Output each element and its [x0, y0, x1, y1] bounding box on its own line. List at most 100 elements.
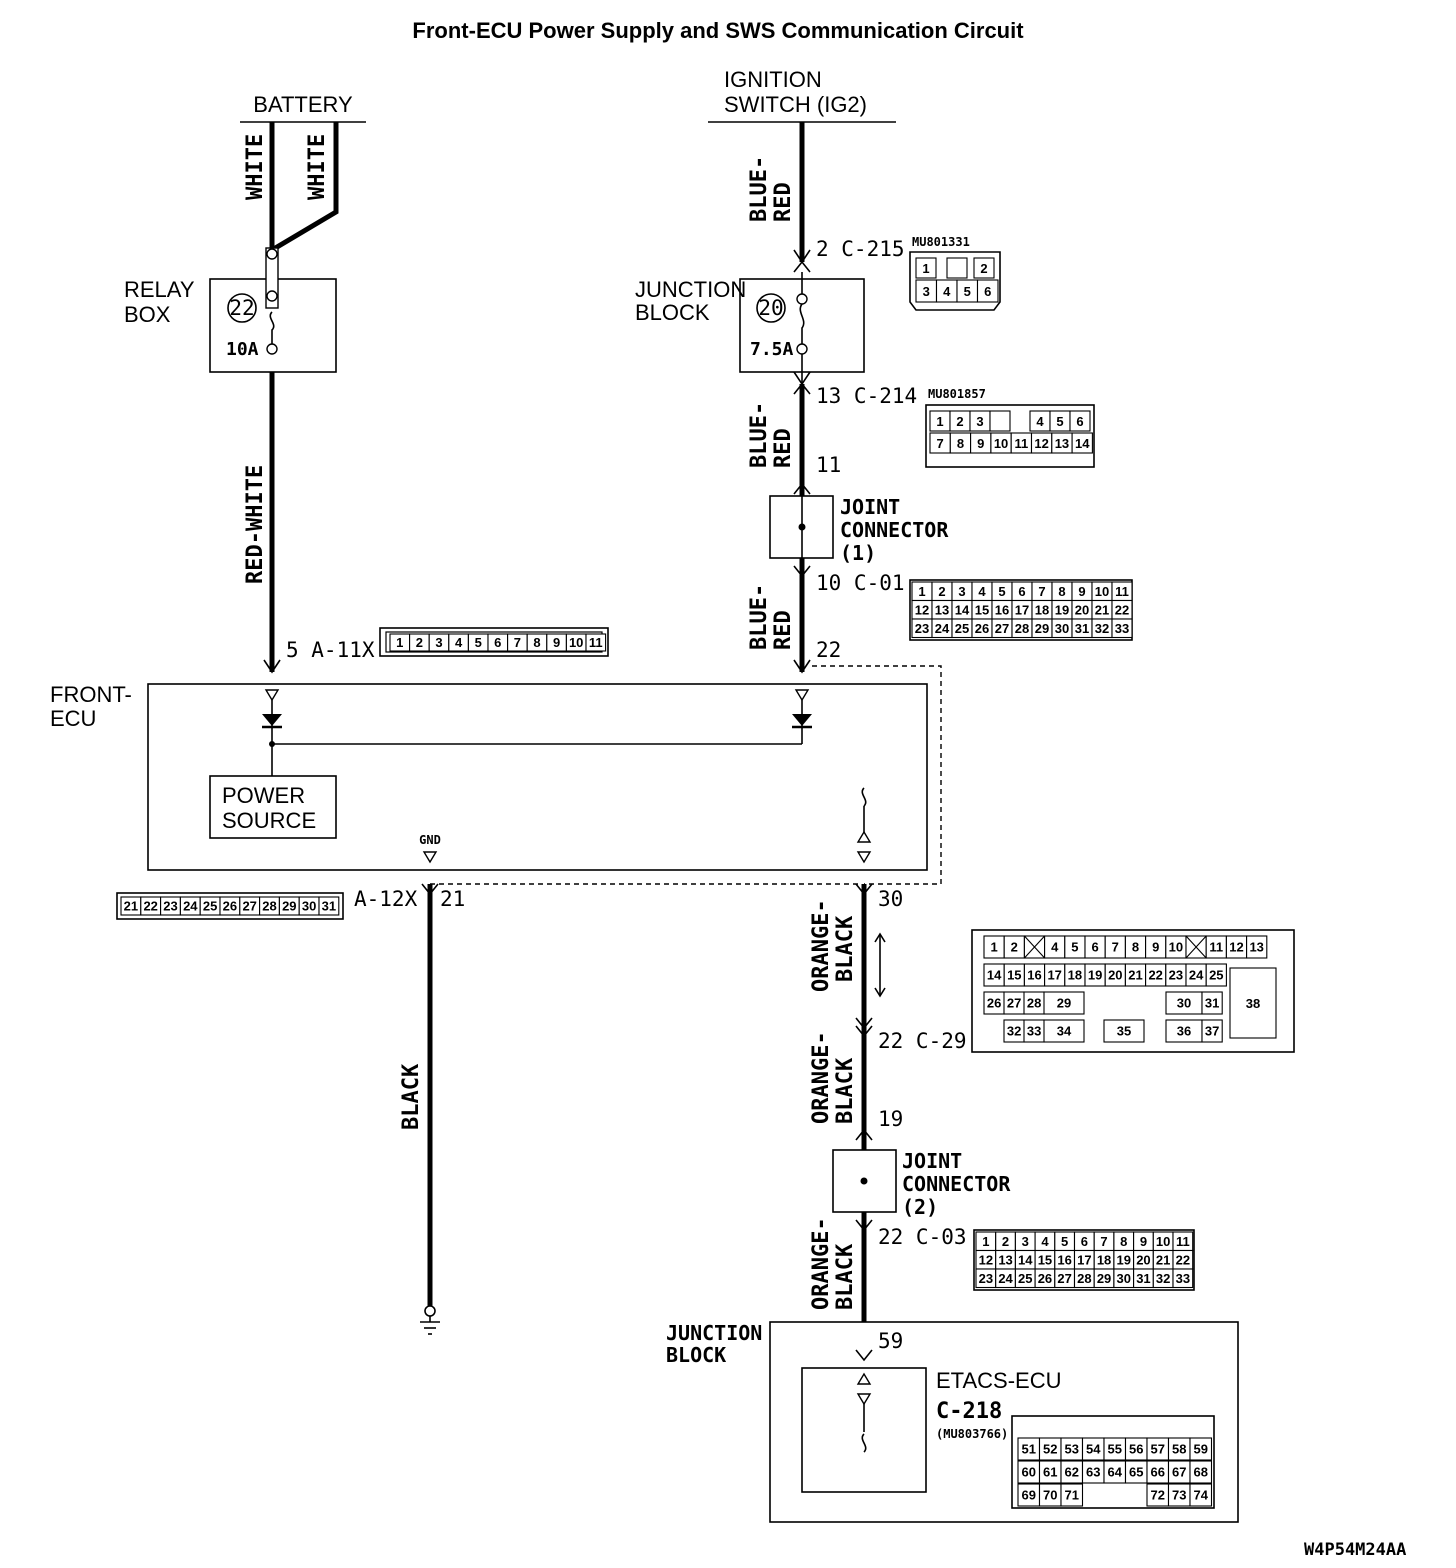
fuse-terminal-icon: [266, 343, 278, 355]
connector-pin-number: 7: [937, 436, 944, 451]
connector-pin-number: 16: [1027, 968, 1041, 983]
connector-pin-number: 25: [955, 621, 969, 636]
connector-pin-number: 21: [1095, 602, 1109, 617]
connector-pin-number: 1: [918, 584, 925, 599]
relay-box-label-1: RELAY: [124, 277, 195, 302]
connector-pin-number: 27: [995, 621, 1009, 636]
connector-pin-number: 28: [1015, 621, 1029, 636]
gnd-terminal-icon: [422, 851, 438, 864]
connector-pin-number: 22: [1115, 602, 1129, 617]
connector-pin-number: 14: [955, 602, 970, 617]
connector-pin-number: 4: [1036, 414, 1044, 429]
pin-c214: 13 C-214: [816, 384, 917, 408]
connector-pin-number: 25: [1018, 1271, 1032, 1286]
connector-pin-number: 2: [1011, 940, 1018, 955]
connector-pin-number: 12: [1034, 436, 1048, 451]
connector-pin-number: 1: [396, 635, 403, 650]
relay-fuse-number: 22: [229, 296, 254, 320]
pin-jc1-out: 22: [816, 638, 841, 662]
pin-a12x: A-12X: [354, 887, 418, 911]
connector-pin-number: 16: [1057, 1252, 1071, 1267]
connector-cavity: [1071, 432, 1093, 454]
connector-pin-number: 31: [322, 899, 336, 914]
ground-terminal-icon: [424, 1305, 436, 1317]
connector-pin-number: 68: [1194, 1465, 1208, 1480]
connector-pin-number: 13: [1249, 940, 1263, 955]
connector-fork-icon: [855, 1025, 873, 1038]
connector-pin-number: 51: [1022, 1442, 1036, 1457]
connector-cavity: [989, 410, 1011, 432]
connector-pin-number: 62: [1065, 1465, 1079, 1480]
connector-pin-number: 58: [1172, 1442, 1186, 1457]
diagram-title: Front-ECU Power Supply and SWS Communica…: [412, 18, 1024, 43]
wire-color-ig-1: BLUE-: [747, 156, 772, 222]
pin-etacs: 59: [878, 1329, 903, 1353]
connector-pin-number: 30: [1177, 996, 1191, 1011]
connector-pin-number: 18: [1068, 968, 1082, 983]
connector-pin-number: 7: [1038, 584, 1045, 599]
gnd-label: GND: [419, 833, 441, 847]
fuse-terminal-icon: [266, 248, 278, 260]
connector-pin-number: 35: [1117, 1024, 1131, 1039]
wire-color-sws2-2: BLACK: [833, 1057, 858, 1124]
connector-pin-number: 31: [1075, 621, 1089, 636]
diode-icon: [262, 714, 282, 726]
connector-pin-number: 14: [1018, 1252, 1033, 1267]
connector-pin-number: 20: [1108, 968, 1122, 983]
connector-pin-number: 69: [1022, 1488, 1036, 1503]
connector-pin-number: 59: [1194, 1442, 1208, 1457]
connector-pin-number: 21: [1128, 968, 1142, 983]
connector-pin-number: 8: [1132, 940, 1139, 955]
jb-bottom-label-2: BLOCK: [666, 1343, 726, 1367]
connector-pin-number: 27: [242, 899, 256, 914]
wire-color-sws1-1: ORANGE-: [809, 899, 834, 992]
connector-pin-number: 2: [1002, 1234, 1009, 1249]
connector-pin-number: 29: [1097, 1271, 1111, 1286]
connector-pin-number: 19: [1055, 602, 1069, 617]
connector-pin-number: 56: [1129, 1442, 1143, 1457]
pin-c29: 22 C-29: [878, 1029, 967, 1053]
front-ecu-label-2: ECU: [50, 706, 96, 731]
connector-pin-number: 65: [1129, 1465, 1143, 1480]
connector-pin-number: 27: [1007, 996, 1021, 1011]
connector-pin-number: 19: [1088, 968, 1102, 983]
wire-color-sws1-2: BLACK: [833, 915, 858, 982]
front-ecu-label-1: FRONT-: [50, 682, 132, 707]
input-terminal-icon: [264, 689, 280, 702]
relay-fuse-rating: 10A: [226, 339, 259, 360]
connector-pin-number: 4: [455, 635, 463, 650]
connector-pin-number: 5: [1056, 414, 1063, 429]
connector-pin-number: 5: [475, 635, 482, 650]
connector-pin-number: 8: [1058, 584, 1065, 599]
part-number-c215: MU801331: [912, 235, 970, 249]
connector-pin-number: 23: [163, 899, 177, 914]
connector-pin-number: 55: [1108, 1442, 1122, 1457]
connector-pin-number: 11: [1176, 1234, 1190, 1249]
connector-pin-number: 32: [1095, 621, 1109, 636]
connector-pin-number: 28: [1077, 1271, 1091, 1286]
bidirectional-terminal-icon: [856, 1393, 872, 1406]
connector-pin-number: 15: [1038, 1252, 1052, 1267]
connector-pin-number: 33: [1176, 1271, 1190, 1286]
connector-pin-number: 72: [1151, 1488, 1165, 1503]
connector-pin-number: 18: [1097, 1252, 1111, 1267]
connector-pin-number: 22: [143, 899, 157, 914]
fuse-terminal-icon: [266, 290, 278, 302]
connector-pin-number: 36: [1177, 1024, 1191, 1039]
connector-pin-number: 10: [569, 635, 583, 650]
connector-pin-number: 74: [1194, 1488, 1209, 1503]
pin-jc2-in: 19: [878, 1107, 903, 1131]
connector-pin-number: 8: [957, 436, 964, 451]
jc1-label-2: CONNECTOR: [840, 518, 949, 542]
connector-cavity: [1246, 935, 1268, 959]
fuse-terminal-icon: [796, 293, 808, 305]
connector-pin-number: 54: [1086, 1442, 1101, 1457]
connector-pin-number: 10: [994, 436, 1008, 451]
connector-pin-number: 24: [1189, 968, 1204, 983]
power-source-label-2: SOURCE: [222, 808, 316, 833]
connector-pin-number: 71: [1065, 1488, 1079, 1503]
connector-pin-number: 5: [1071, 940, 1078, 955]
connector-pin-number: 9: [1152, 940, 1159, 955]
connector-pin-number: 5: [1061, 1234, 1068, 1249]
